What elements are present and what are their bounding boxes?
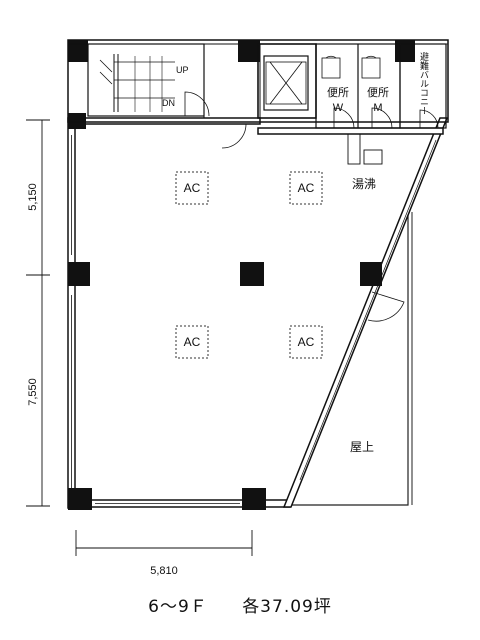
dimension-width: 5,810 (150, 565, 178, 577)
wc-w-label: 便所 (327, 86, 349, 99)
kitchenette-label: 湯沸 (352, 177, 376, 191)
core-block (67, 39, 449, 165)
terrace-door (367, 291, 405, 322)
wc-m-letter: M (373, 102, 382, 114)
plan-caption: 6～9Ｆ 各37.09坪 (0, 592, 480, 617)
stair-down-label: DN (162, 98, 175, 108)
ac-label: AC (184, 335, 201, 349)
ac-label: AC (298, 335, 315, 349)
floor-area: 各37.09坪 (242, 597, 332, 617)
ac-label: AC (298, 181, 315, 195)
floor-range: 6～9Ｆ (148, 597, 208, 617)
ac-units (175, 171, 323, 359)
office-walls (67, 117, 449, 509)
dimension-upper: 5,150 (27, 183, 39, 211)
dimension-lower: 7,550 (27, 378, 39, 406)
wc-m-label: 便所 (367, 86, 389, 99)
wc-w-letter: W (333, 102, 344, 114)
stair-up-label: UP (176, 65, 189, 75)
balcony-label: 避難バルコニー (419, 51, 429, 115)
rooftop-label: 屋上 (350, 440, 374, 454)
dimension-lines (26, 119, 253, 556)
ac-label: AC (184, 181, 201, 195)
rooftop-area (286, 212, 413, 506)
